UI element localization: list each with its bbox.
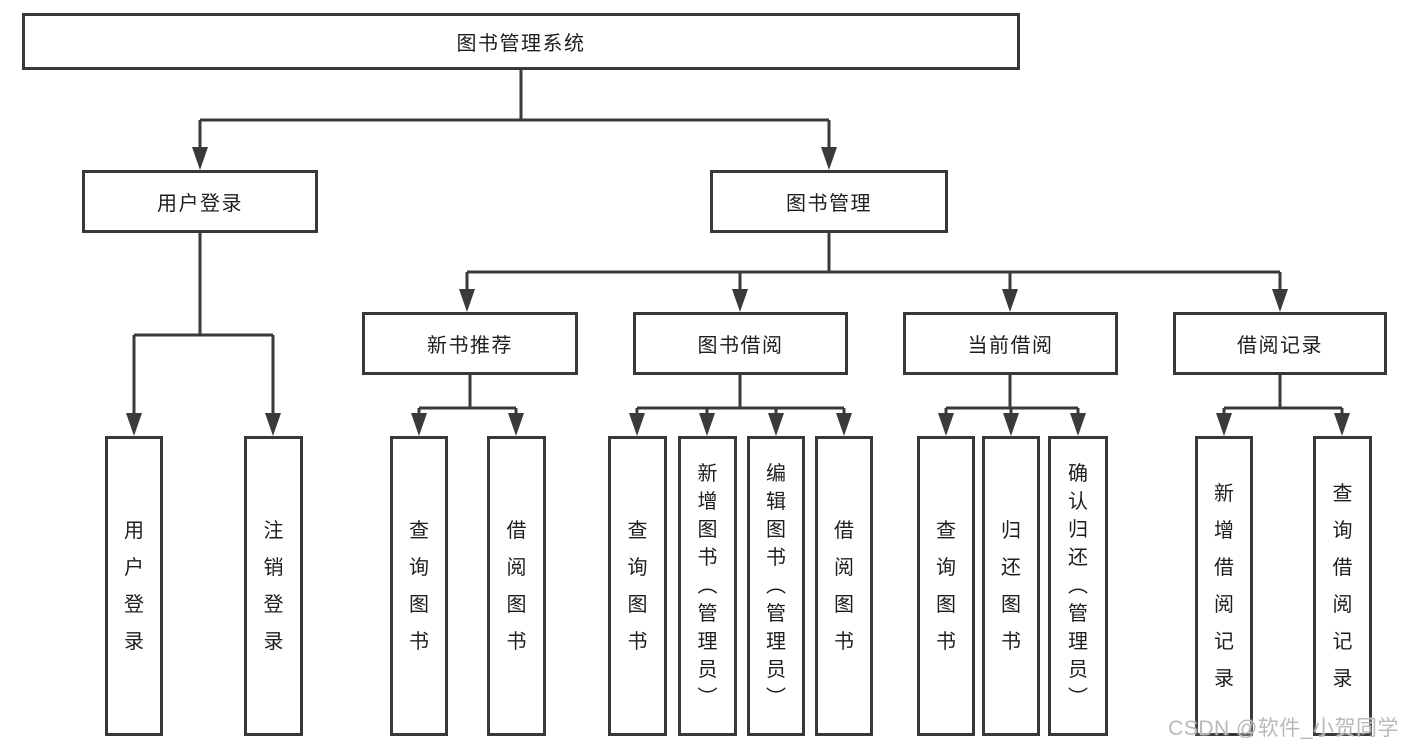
node-borrow-books-leaf-label: 借阅图书	[834, 519, 854, 653]
node-logout-leaf: 注销登录	[244, 436, 303, 736]
node-book-borrow-label: 图书借阅	[697, 335, 784, 357]
node-borrow-books-leaf: 借阅图书	[815, 436, 873, 736]
node-query-books-borrow-label: 查询图书	[627, 519, 648, 653]
node-borrow-records-label: 借阅记录	[1237, 335, 1323, 357]
node-current-borrow: 当前借阅	[903, 312, 1118, 375]
node-confirm-return-admin-label: 确认归还︵管理员︶	[1068, 463, 1088, 709]
node-return-books: 归还图书	[982, 436, 1040, 736]
node-library-system-label: 图书管理系统	[456, 33, 586, 55]
node-edit-book-admin: 编辑图书︵管理员︶	[747, 436, 805, 736]
node-return-books-label: 归还图书	[1001, 519, 1021, 653]
csdn-watermark: CSDN @软件_小贺同学	[1168, 717, 1399, 740]
node-borrow-books-recommend: 借阅图书	[487, 436, 546, 736]
node-library-system: 图书管理系统	[22, 13, 1020, 70]
node-logout-leaf-label: 注销登录	[263, 519, 284, 653]
node-book-management: 图书管理	[710, 170, 948, 233]
node-query-books-borrow: 查询图书	[608, 436, 667, 736]
node-borrow-books-recommend-label: 借阅图书	[506, 519, 527, 653]
node-add-book-admin: 新增图书︵管理员︶	[678, 436, 737, 736]
node-confirm-return-admin: 确认归还︵管理员︶	[1048, 436, 1108, 736]
node-current-borrow-label: 当前借阅	[967, 335, 1054, 357]
node-book-management-label: 图书管理	[786, 193, 872, 215]
node-borrow-records: 借阅记录	[1173, 312, 1387, 375]
node-new-book-recommend-label: 新书推荐	[427, 335, 513, 357]
node-add-book-admin-label: 新增图书︵管理员︶	[697, 463, 718, 709]
node-query-borrow-record-label: 查询借阅记录	[1332, 482, 1353, 690]
node-add-borrow-record-label: 新增借阅记录	[1214, 482, 1234, 690]
node-user-login: 用户登录	[82, 170, 318, 233]
node-add-borrow-record: 新增借阅记录	[1195, 436, 1253, 736]
node-query-books-recommend-label: 查询图书	[409, 519, 429, 653]
node-query-borrow-record: 查询借阅记录	[1313, 436, 1372, 736]
node-user-login-leaf-label: 用户登录	[124, 519, 144, 653]
node-new-book-recommend: 新书推荐	[362, 312, 578, 375]
node-query-books-recommend: 查询图书	[390, 436, 448, 736]
node-user-login-label: 用户登录	[157, 193, 243, 215]
node-user-login-leaf: 用户登录	[105, 436, 163, 736]
node-edit-book-admin-label: 编辑图书︵管理员︶	[766, 463, 786, 709]
node-query-books-current: 查询图书	[917, 436, 975, 736]
node-book-borrow: 图书借阅	[633, 312, 848, 375]
node-query-books-current-label: 查询图书	[936, 519, 956, 653]
